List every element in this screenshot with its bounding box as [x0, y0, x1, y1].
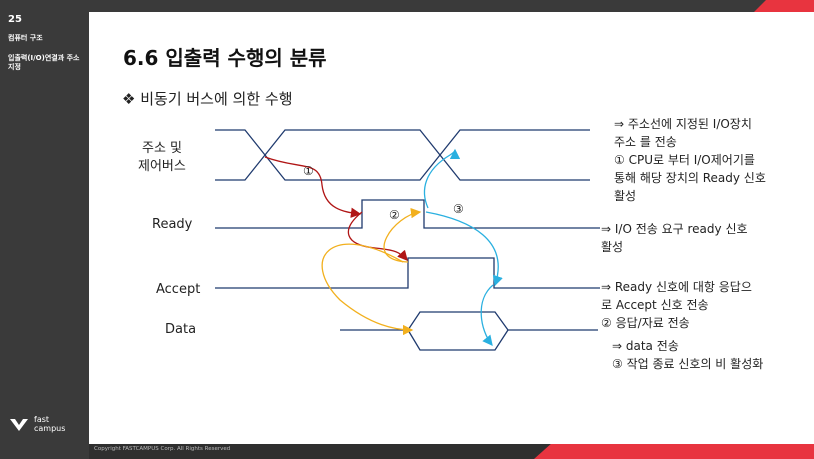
- page-number: 25: [8, 14, 22, 25]
- logo-line-2: campus: [34, 424, 66, 433]
- note-line-1: ⇒ 주소선에 지정된 I/O장치: [614, 117, 752, 131]
- course-name: 컴퓨터 구조: [8, 34, 43, 42]
- note-line-6: ⇒ I/O 전송 요구 ready 신호: [601, 222, 748, 236]
- fastcampus-logo: fast campus: [8, 415, 78, 439]
- slide-title: 6.6 입출력 수행의 분류: [123, 46, 327, 70]
- note-line-8: ⇒ Ready 신호에 대항 응답으: [601, 280, 752, 294]
- sidebar: 25 컴퓨터 구조 입출력(I/O)연결과 주소지정 fast campus: [0, 0, 89, 459]
- address-bus-waveform: [215, 129, 590, 181]
- slide-subtitle: ❖ 비동기 버스에 의한 수행: [122, 90, 293, 108]
- accept-waveform: [215, 257, 600, 289]
- bottom-accent-stripe: [534, 444, 814, 459]
- note-line-4: 통해 해당 장치의 Ready 신호: [614, 171, 766, 185]
- arrow-group-3: [423, 148, 503, 347]
- marker-1: ①: [303, 164, 314, 178]
- data-waveform: [340, 311, 598, 351]
- logo-icon: [10, 419, 28, 431]
- top-bar: [89, 0, 814, 12]
- label-data: Data: [165, 322, 196, 337]
- label-accept: Accept: [156, 282, 200, 297]
- timing-diagram: 주소 및 제어버스 Ready Accept Data ① ② ③ ⇒ 주소선에…: [138, 117, 766, 371]
- top-accent-stripe: [754, 0, 814, 12]
- note-line-2: 주소 를 전송: [614, 135, 677, 149]
- note-line-11: ⇒ data 전송: [612, 339, 679, 353]
- note-line-12: ③ 작업 종료 신호의 비 활성화: [612, 357, 763, 371]
- ready-waveform: [215, 199, 600, 229]
- note-line-10: ② 응답/자료 전송: [601, 316, 690, 330]
- logo-text: fast campus: [34, 415, 65, 433]
- label-address-bus-1: 주소 및: [142, 141, 182, 156]
- note-line-7: 활성: [601, 240, 623, 254]
- logo-line-1: fast: [34, 415, 50, 424]
- arrow-group-1: [264, 156, 408, 261]
- label-ready: Ready: [152, 217, 193, 232]
- note-line-9: 로 Accept 신호 전송: [601, 298, 709, 312]
- note-line-5: 활성: [614, 189, 636, 203]
- marker-2: ②: [389, 208, 400, 222]
- marker-3: ③: [453, 202, 464, 216]
- section-name: 입출력(I/O)연결과 주소지정: [8, 54, 80, 71]
- label-address-bus-2: 제어버스: [138, 159, 186, 174]
- arrow-group-2: [321, 207, 422, 336]
- note-line-3: ① CPU로 부터 I/O제어기를: [614, 153, 755, 167]
- copyright: Copyright FASTCAMPUS Corp. All Rights Re…: [94, 446, 231, 452]
